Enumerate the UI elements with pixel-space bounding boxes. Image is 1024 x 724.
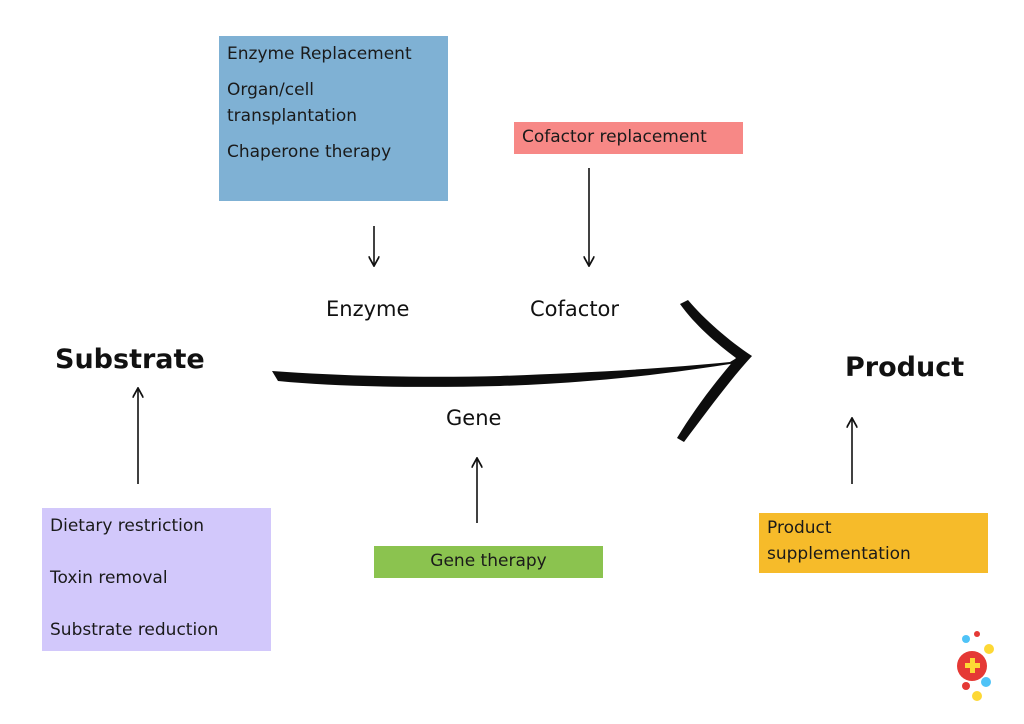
gene-therapy-item: Gene therapy — [430, 551, 547, 571]
substrate-therapy-item: Substrate reduction — [50, 620, 219, 640]
cofactor-therapy-item: Cofactor replacement — [522, 127, 707, 147]
product-therapy-item: Product supplementation — [767, 518, 911, 564]
cofactor-label: Cofactor — [530, 297, 620, 321]
enzyme-therapy-box: Enzyme Replacement Organ/cell transplant… — [219, 36, 448, 201]
enzyme-therapy-item: Chaperone therapy — [227, 142, 392, 162]
substrate-therapy-item: Dietary restriction — [50, 516, 205, 536]
substrate-therapy-box: Dietary restriction Toxin removal Substr… — [42, 508, 271, 651]
main-arrow-shaft — [272, 356, 742, 387]
cofactor-therapy-box: Cofactor replacement — [514, 122, 743, 154]
main-arrow-head — [677, 300, 752, 442]
enzyme-therapy-item: Enzyme Replacement — [227, 44, 412, 64]
enzyme-label: Enzyme — [326, 297, 410, 321]
gene-therapy-box: Gene therapy — [374, 546, 603, 578]
product-therapy-box: Product supplementation — [759, 513, 988, 573]
enzyme-therapy-item: Organ/cell transplantation — [227, 80, 358, 126]
gene-label: Gene — [446, 406, 502, 430]
product-label: Product — [845, 352, 965, 383]
substrate-therapy-item: Toxin removal — [50, 568, 168, 588]
substrate-label: Substrate — [55, 344, 205, 375]
